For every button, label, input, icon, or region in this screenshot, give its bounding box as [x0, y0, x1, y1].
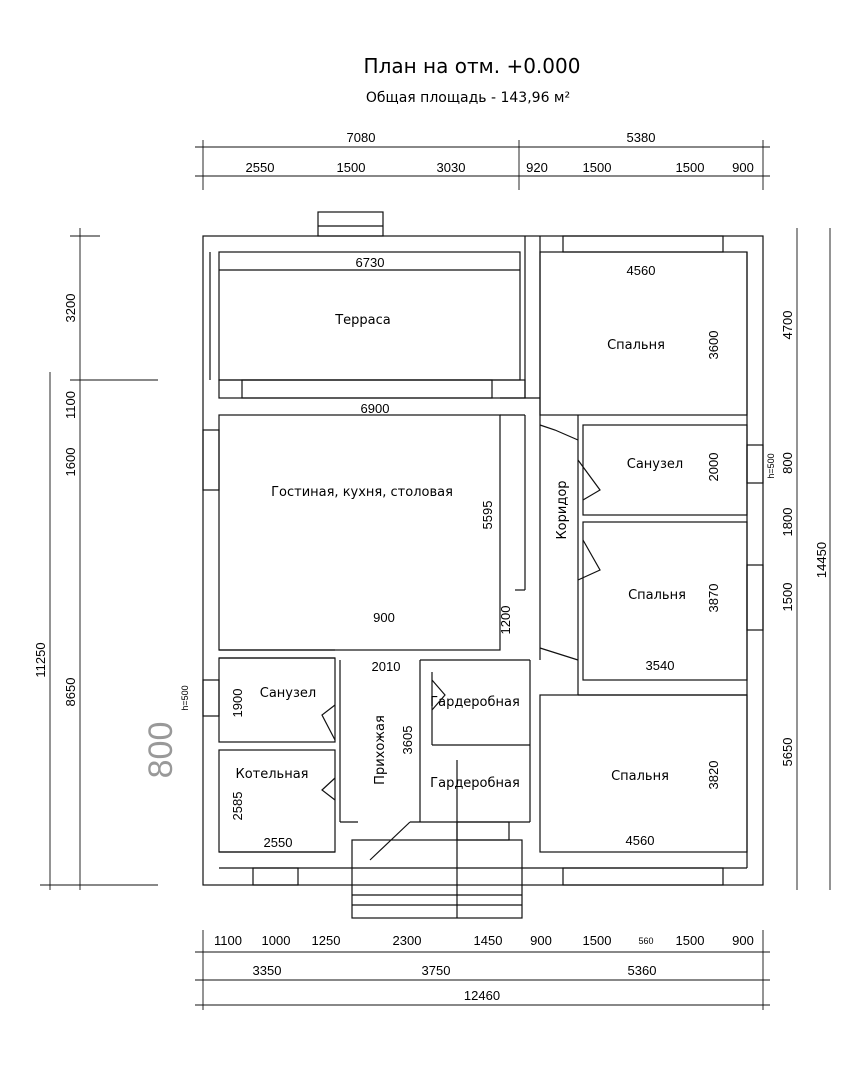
dim-label: 900 — [530, 933, 552, 948]
dim-label: 6900 — [361, 401, 390, 416]
dimensions-right: 4700 800 1800 1500 5650 14450 h=500 — [766, 311, 829, 767]
room-corridor: Коридор — [555, 480, 570, 539]
dimensions-bottom: 1100 1000 1250 2300 1450 900 1500 560 15… — [214, 933, 754, 1003]
dim-label: 4560 — [627, 263, 656, 278]
dimensions-top: 7080 5380 2550 1500 3030 920 1500 1500 9… — [246, 130, 754, 175]
plan-subtitle: Общая площадь - 143,96 м² — [366, 90, 570, 106]
room-wardrobe-1: Гардеробная — [430, 695, 520, 710]
room-bedroom-mid: Спальня — [628, 588, 686, 603]
dim-label: 1100 — [63, 391, 78, 419]
dim-label: 2550 — [264, 835, 293, 850]
dim-label: 6730 — [356, 255, 385, 270]
dim-label: 14450 — [814, 542, 829, 578]
dimensions-left: 3200 1100 1600 8650 11250 h=500 800 — [33, 294, 190, 779]
dim-label: 3350 — [253, 963, 282, 978]
dim-label: 560 — [638, 936, 653, 946]
dim-label: 2550 — [246, 160, 275, 175]
dim-label: 900 — [732, 160, 754, 175]
dim-label: 1450 — [474, 933, 503, 948]
dim-label: 1900 — [230, 689, 245, 718]
room-bathroom-left: Санузел — [260, 686, 316, 701]
dim-label: 1200 — [498, 606, 513, 635]
dim-label: 5360 — [628, 963, 657, 978]
dim-label: h=500 — [180, 685, 190, 710]
dim-label: 1600 — [63, 448, 78, 477]
room-boiler: Котельная — [235, 767, 308, 782]
dim-label: 2000 — [706, 453, 721, 482]
dim-label: 1000 — [262, 933, 291, 948]
room-hall: Прихожая — [373, 715, 388, 785]
dim-label: 1800 — [780, 508, 795, 537]
dim-label: 5380 — [627, 130, 656, 145]
dimensions-inner: 6730 6900 5595 4560 3600 2000 3870 3540 … — [230, 255, 721, 850]
dim-label: 800 — [142, 722, 180, 779]
dim-label: 5595 — [480, 501, 495, 530]
dim-label: h=500 — [766, 453, 776, 478]
dim-label: 900 — [732, 933, 754, 948]
dim-label: 4560 — [626, 833, 655, 848]
dim-label: 3540 — [646, 658, 675, 673]
dim-label: 1100 — [214, 933, 242, 948]
dim-label: 1500 — [337, 160, 366, 175]
dim-label: 3820 — [706, 761, 721, 790]
dim-label: 3870 — [706, 584, 721, 613]
dim-label: 2300 — [393, 933, 422, 948]
room-wardrobe-2: Гардеробная — [430, 776, 520, 791]
walls — [202, 211, 764, 919]
dim-label: 800 — [780, 452, 795, 474]
dim-label: 3605 — [400, 726, 415, 755]
dim-label: 3600 — [706, 331, 721, 360]
room-bathroom-right: Санузел — [627, 457, 683, 472]
dim-label: 4700 — [780, 311, 795, 340]
dim-label: 1250 — [312, 933, 341, 948]
dim-label: 5650 — [780, 738, 795, 767]
dim-label: 1500 — [583, 160, 612, 175]
dim-label: 3030 — [437, 160, 466, 175]
plan-title: План на отм. +0.000 — [364, 54, 581, 78]
room-living: Гостиная, кухня, столовая — [271, 485, 453, 500]
dim-label: 2585 — [230, 792, 245, 821]
dim-label: 3200 — [63, 294, 78, 323]
dim-label: 900 — [373, 610, 395, 625]
room-bedroom-top: Спальня — [607, 338, 665, 353]
dim-label: 1500 — [676, 160, 705, 175]
dim-label: 1500 — [676, 933, 705, 948]
dim-label: 12460 — [464, 988, 500, 1003]
room-labels: Терраса Спальня Гостиная, кухня, столова… — [235, 313, 685, 791]
dimension-lines — [40, 140, 831, 1010]
room-terrace: Терраса — [334, 313, 391, 328]
room-bedroom-bottom: Спальня — [611, 769, 669, 784]
dim-label: 2010 — [372, 659, 401, 674]
dim-label: 1500 — [780, 583, 795, 612]
dim-label: 1500 — [583, 933, 612, 948]
dim-label: 8650 — [63, 678, 78, 707]
dim-label: 3750 — [422, 963, 451, 978]
dim-label: 920 — [526, 160, 548, 175]
dim-label: 11250 — [33, 642, 48, 677]
dim-label: 7080 — [347, 130, 376, 145]
